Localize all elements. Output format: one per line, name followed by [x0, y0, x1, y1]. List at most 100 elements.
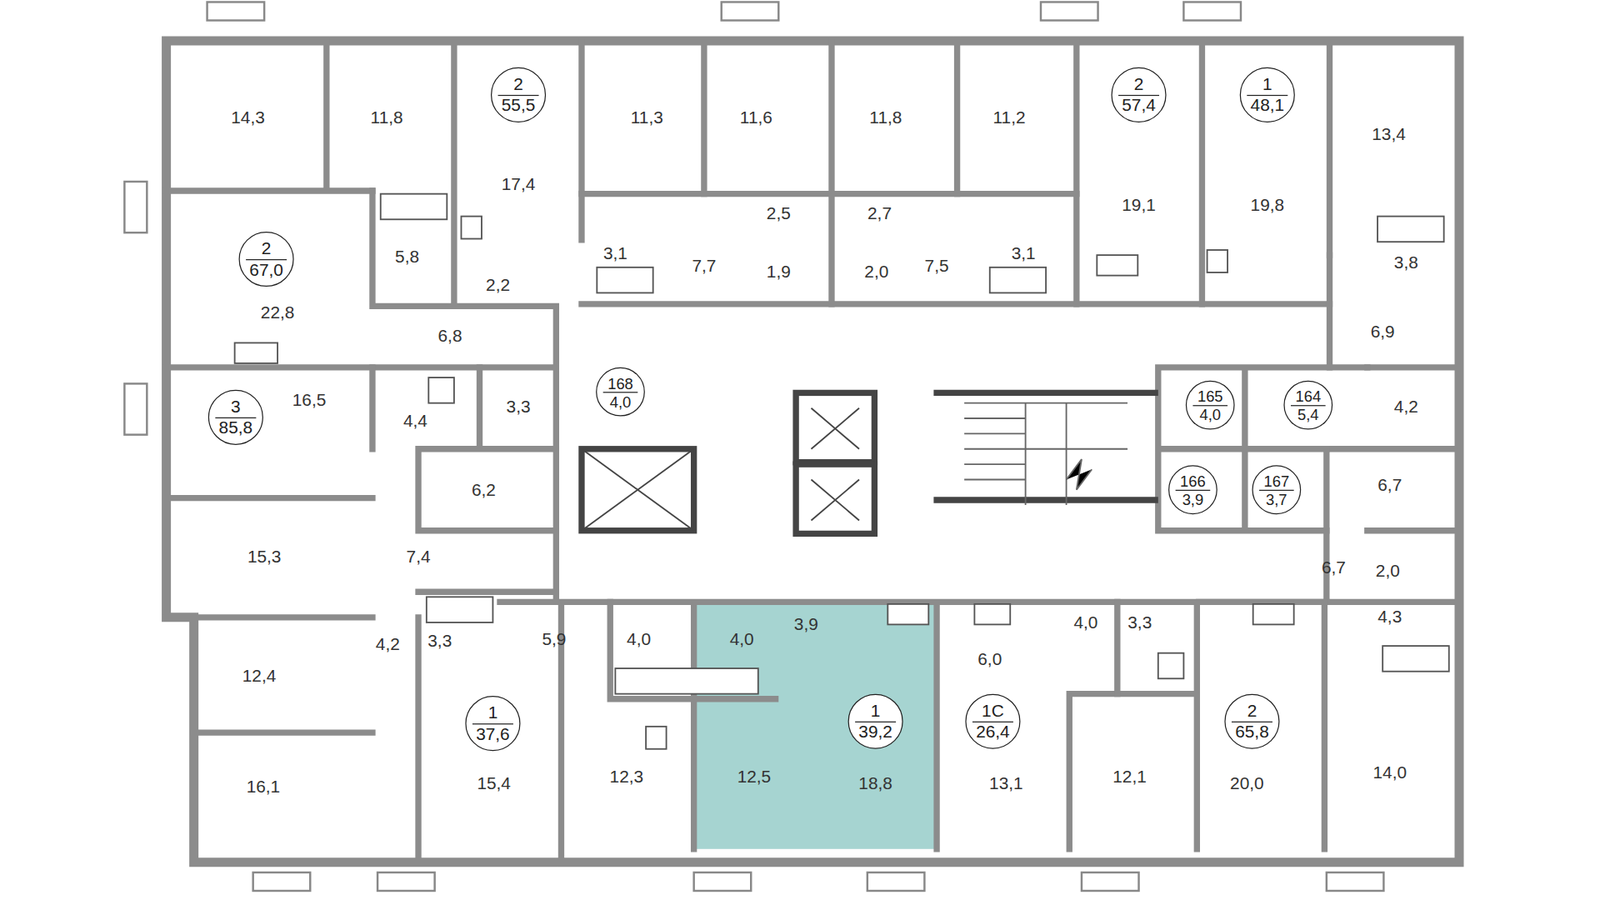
flat-area: 85,8	[219, 417, 254, 438]
flat-badge: 1645,4	[1283, 380, 1333, 430]
flat-area: 57,4	[1121, 95, 1156, 115]
room-area: 7,4	[406, 546, 431, 567]
room-area: 11,8	[370, 108, 404, 129]
room-count: 164	[1295, 387, 1321, 405]
room-area: 13,1	[989, 773, 1024, 794]
room-area: 1,9	[766, 262, 791, 283]
room-area: 3,3	[427, 631, 452, 652]
badge-divider	[472, 723, 514, 725]
room-count: 2	[1247, 700, 1258, 721]
room-area: 14,3	[230, 108, 265, 129]
flat-area: 4,0	[1199, 405, 1221, 424]
room-area: 6,2	[471, 480, 496, 501]
badge-divider	[245, 258, 287, 260]
room-area: 15,4	[476, 773, 511, 794]
room-area: 2,0	[1375, 560, 1400, 581]
room-area: 11,2	[993, 108, 1026, 129]
room-count: 1	[870, 700, 881, 721]
flat-badge: 1684,0	[595, 367, 645, 417]
flat-area: 48,1	[1250, 95, 1285, 115]
room-area: 3,9	[794, 614, 819, 635]
room-area: 12,1	[1112, 767, 1147, 788]
flat-badge: 1673,7	[1251, 465, 1301, 515]
windows	[124, 1, 1384, 891]
flat-area: 3,7	[1265, 490, 1288, 508]
room-area: 17,4	[501, 174, 536, 195]
room-area: 14,0	[1372, 763, 1407, 784]
badge-divider	[972, 720, 1014, 722]
room-area: 6,8	[438, 326, 463, 347]
highlighted-flat	[694, 601, 937, 849]
room-area: 6,9	[1370, 322, 1395, 343]
badge-divider	[855, 720, 896, 722]
room-area: 3,3	[1127, 613, 1152, 634]
room-area: 4,3	[1377, 607, 1402, 628]
flat-area: 65,8	[1235, 721, 1270, 742]
room-area: 7,5	[925, 255, 950, 276]
room-area: 3,1	[603, 244, 628, 265]
room-area: 20,0	[1230, 773, 1265, 794]
badge-divider	[1175, 489, 1211, 490]
flat-area: 3,9	[1182, 490, 1205, 508]
room-count: 166	[1180, 471, 1206, 490]
flat-area: 39,2	[858, 721, 893, 742]
badge-divider	[1118, 94, 1160, 95]
room-count: 2	[513, 74, 524, 95]
room-area: 13,4	[1371, 124, 1406, 145]
room-area: 11,3	[630, 108, 664, 129]
room-count: 165	[1197, 387, 1224, 405]
flat-badge: 257,4	[1110, 67, 1166, 123]
room-area: 22,8	[260, 303, 295, 324]
room-count: 167	[1264, 471, 1290, 490]
room-area: 16,5	[292, 390, 327, 411]
room-area: 2,2	[485, 275, 510, 296]
flat-badge: 1С26,4	[965, 694, 1020, 750]
badge-divider	[1231, 720, 1273, 722]
room-area: 5,8	[395, 246, 420, 267]
badge-divider	[603, 391, 639, 393]
room-count: 2	[261, 238, 272, 259]
badge-divider	[498, 94, 540, 95]
room-area: 4,4	[403, 410, 428, 431]
fixtures	[235, 194, 1450, 750]
flat-badge: 139,2	[848, 694, 904, 750]
flat-area: 37,6	[475, 724, 510, 745]
room-area: 11,6	[740, 108, 773, 129]
room-area: 11,8	[869, 108, 902, 129]
flat-area: 5,4	[1297, 405, 1320, 424]
room-count: 3	[230, 396, 241, 417]
room-area: 7,7	[691, 255, 716, 276]
flat-area: 4,0	[610, 392, 632, 410]
room-area: 12,4	[242, 666, 277, 687]
room-area: 4,0	[626, 630, 651, 650]
room-area: 6,0	[977, 650, 1002, 670]
room-area: 19,8	[1250, 195, 1285, 216]
room-area: 3,3	[506, 396, 531, 417]
room-count: 1	[1262, 74, 1273, 95]
room-area: 18,8	[858, 773, 893, 794]
room-area: 2,0	[864, 262, 889, 283]
room-area: 4,0	[730, 630, 755, 650]
room-count: 1С	[981, 700, 1005, 721]
flat-area: 55,5	[501, 95, 536, 115]
room-area: 4,0	[1073, 613, 1098, 634]
room-area: 3,1	[1011, 244, 1036, 265]
room-area: 4,2	[375, 635, 400, 655]
room-count: 1	[488, 702, 499, 723]
badge-divider	[1259, 489, 1295, 490]
flat-badge: 267,0	[239, 231, 295, 287]
room-area: 2,5	[766, 204, 791, 225]
room-count: 168	[607, 374, 634, 392]
flat-area: 67,0	[249, 260, 284, 280]
badge-divider	[1290, 405, 1326, 406]
room-count: 2	[1134, 74, 1145, 95]
flat-badge: 385,8	[208, 390, 264, 445]
badge-divider	[1246, 94, 1288, 95]
room-area: 2,7	[867, 204, 892, 225]
room-area: 3,8	[1394, 253, 1419, 274]
room-area: 6,7	[1377, 475, 1402, 496]
flat-area: 26,4	[975, 721, 1010, 742]
flat-badge: 148,1	[1240, 67, 1295, 123]
room-area: 15,3	[247, 546, 282, 567]
